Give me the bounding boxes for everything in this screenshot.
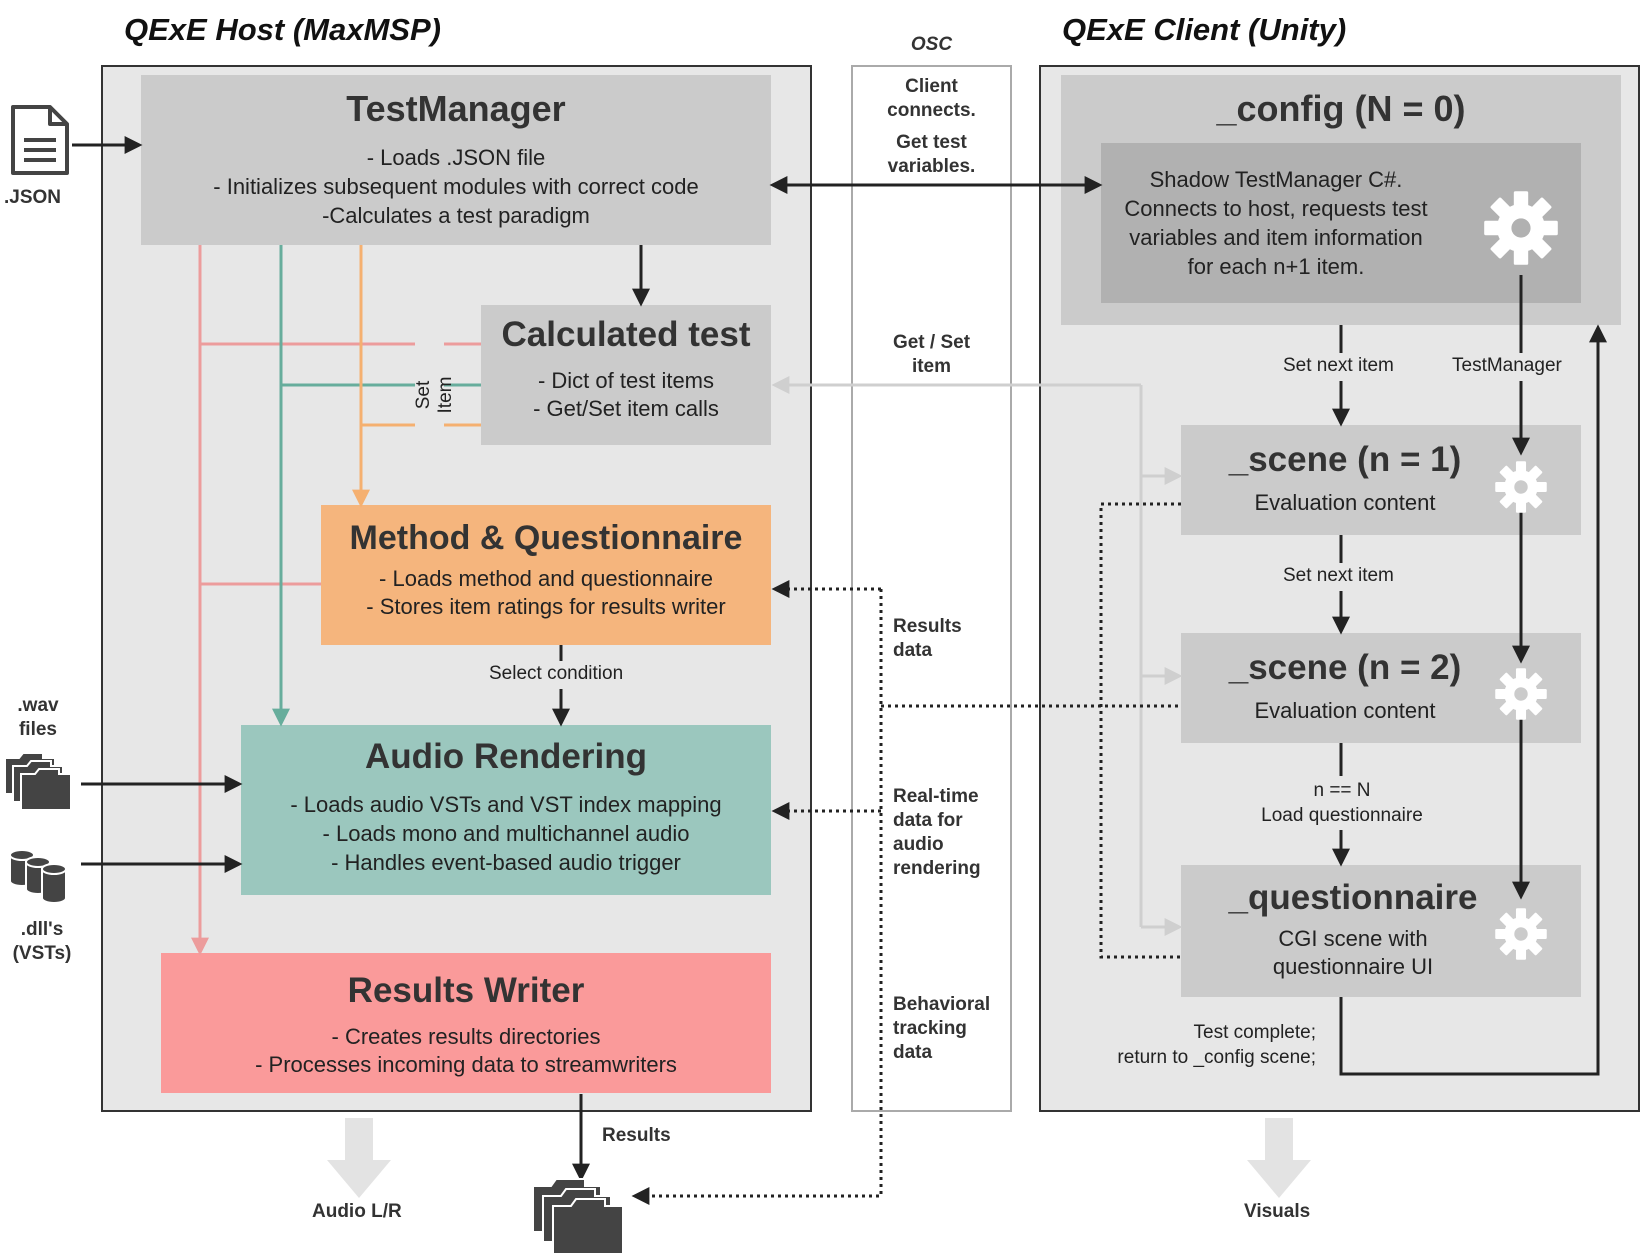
osc-text: Get test [896,132,967,153]
test-complete-line: return to _config scene; [1117,1047,1316,1068]
audio-lr-label: Audio L/R [312,1201,402,1222]
calculated-test-title: Calculated test [501,315,751,354]
test-manager-line: -Calculates a test paradigm [322,203,590,228]
dll-label-line: (VSTs) [12,943,72,964]
dotted-data-lines [631,502,1181,1205]
folders-icon [4,752,72,811]
osc-realtime-data: Real-time data for audio rendering [893,785,981,881]
config-line: for each n+1 item. [1187,254,1365,279]
osc-text: data [893,1042,933,1063]
osc-title: OSC [910,34,953,55]
test-manager-title: TestManager [346,88,566,129]
osc-text: Real-time [893,786,979,807]
audio-rendering-line: - Handles event-based audio trigger [331,850,681,875]
scene1-line: Evaluation content [1254,490,1436,515]
test-manager-line: - Initializes subsequent modules with co… [213,174,699,199]
scene2-title: _scene (n = 2) [1228,648,1462,687]
osc-text: data for [893,810,963,831]
osc-text: data [893,640,933,661]
results-writer-title: Results Writer [347,971,585,1010]
osc-text: connects. [887,100,976,121]
document-icon [11,105,69,175]
config-title: _config (N = 0) [1216,88,1466,129]
osc-text: audio [893,834,944,855]
down-arrow-icon [327,1118,391,1198]
osc-text: Get / Set [892,332,971,353]
testmanager-label: TestManager [1452,355,1562,376]
config-line: Shadow TestManager C#. [1149,167,1403,192]
dark-arrows [72,136,1607,1182]
test-complete-line: Test complete; [1193,1022,1317,1043]
osc-behavioral-data: Behavioral tracking data [893,993,990,1065]
osc-text: item [911,356,952,377]
results-folders-icon [532,1178,624,1254]
test-complete-label: Test complete; return to _config scene; [1106,1020,1316,1070]
set-next-item-label: Set next item [1283,565,1394,586]
test-manager-line: - Loads .JSON file [366,145,546,170]
dll-label-line: .dll's [20,919,64,940]
osc-panel [851,65,1012,1112]
wav-label-line: .wav [17,695,59,716]
osc-client-connects: Client connects. [851,75,1012,123]
set-next-item-label: Set next item [1283,355,1394,376]
audio-rendering-title: Audio Rendering [365,737,647,776]
osc-text: variables. [887,156,976,177]
load-questionnaire-line: Load questionnaire [1261,805,1423,826]
json-label: .JSON [4,187,62,208]
pink-line [191,245,415,956]
wav-label-line: files [18,719,58,740]
audio-rendering-line: - Loads mono and multichannel audio [322,821,690,846]
questionnaire-title: _questionnaire [1228,878,1478,917]
get-set-line [771,376,1183,936]
results-label: Results [602,1125,671,1146]
method-questionnaire-line: - Stores item ratings for results writer [366,594,726,619]
questionnaire-line: questionnaire UI [1272,954,1434,979]
gear-icon [1495,908,1547,960]
scene1-title: _scene (n = 1) [1228,440,1462,479]
calculated-test-line: - Get/Set item calls [533,396,719,421]
osc-text: Behavioral [893,994,991,1015]
select-condition-label: Select condition [489,663,624,684]
audio-rendering-box: Audio Rendering - Loads audio VSTs and V… [241,725,771,895]
questionnaire-line: CGI scene with [1278,926,1428,951]
config-line: variables and item information [1129,225,1423,250]
osc-text: tracking [893,1018,967,1039]
results-writer-box: Results Writer - Creates results directo… [161,953,771,1093]
method-questionnaire-title: Method & Questionnaire [349,519,743,557]
osc-get-test-variables: Get test variables. [851,131,1012,179]
calculated-test-line: - Dict of test items [537,368,715,393]
osc-text: rendering [893,858,981,879]
teal-line [272,245,415,727]
audio-rendering-line: - Loads audio VSTs and VST index mapping [290,792,722,817]
down-arrow-icon [1247,1118,1311,1198]
osc-get-set-item: Get / Set item [851,331,1012,379]
osc-text: Client [905,76,958,97]
wav-label: .wav files [8,694,68,742]
dll-label: .dll's (VSTs) [6,918,78,966]
gear-icon [1484,191,1558,265]
visuals-label: Visuals [1244,1201,1311,1222]
database-icon [9,849,67,904]
osc-results-data: Results data [893,615,962,663]
gear-icon [1495,461,1547,513]
results-writer-line: - Creates results directories [331,1024,601,1049]
method-questionnaire-line: - Loads method and questionnaire [379,566,713,591]
orange-line [352,245,415,508]
host-title: QExE Host (MaxMSP) [124,12,441,47]
osc-text: Results [893,616,962,637]
results-writer-line: - Processes incoming data to streamwrite… [255,1052,677,1077]
method-questionnaire-box: Method & Questionnaire - Loads method an… [321,505,771,645]
client-title: QExE Client (Unity) [1062,12,1347,47]
config-line: Connects to host, requests test [1124,196,1428,221]
test-manager-box: TestManager - Loads .JSON file - Initial… [141,75,771,245]
scene2-line: Evaluation content [1254,698,1436,723]
gear-icon [1495,668,1547,720]
calculated-test-box: Calculated test - Dict of test items - G… [481,305,771,445]
load-questionnaire-label: n == N Load questionnaire [1250,778,1434,828]
load-questionnaire-line: n == N [1313,780,1371,801]
set-item-label: Set Item [413,376,456,414]
